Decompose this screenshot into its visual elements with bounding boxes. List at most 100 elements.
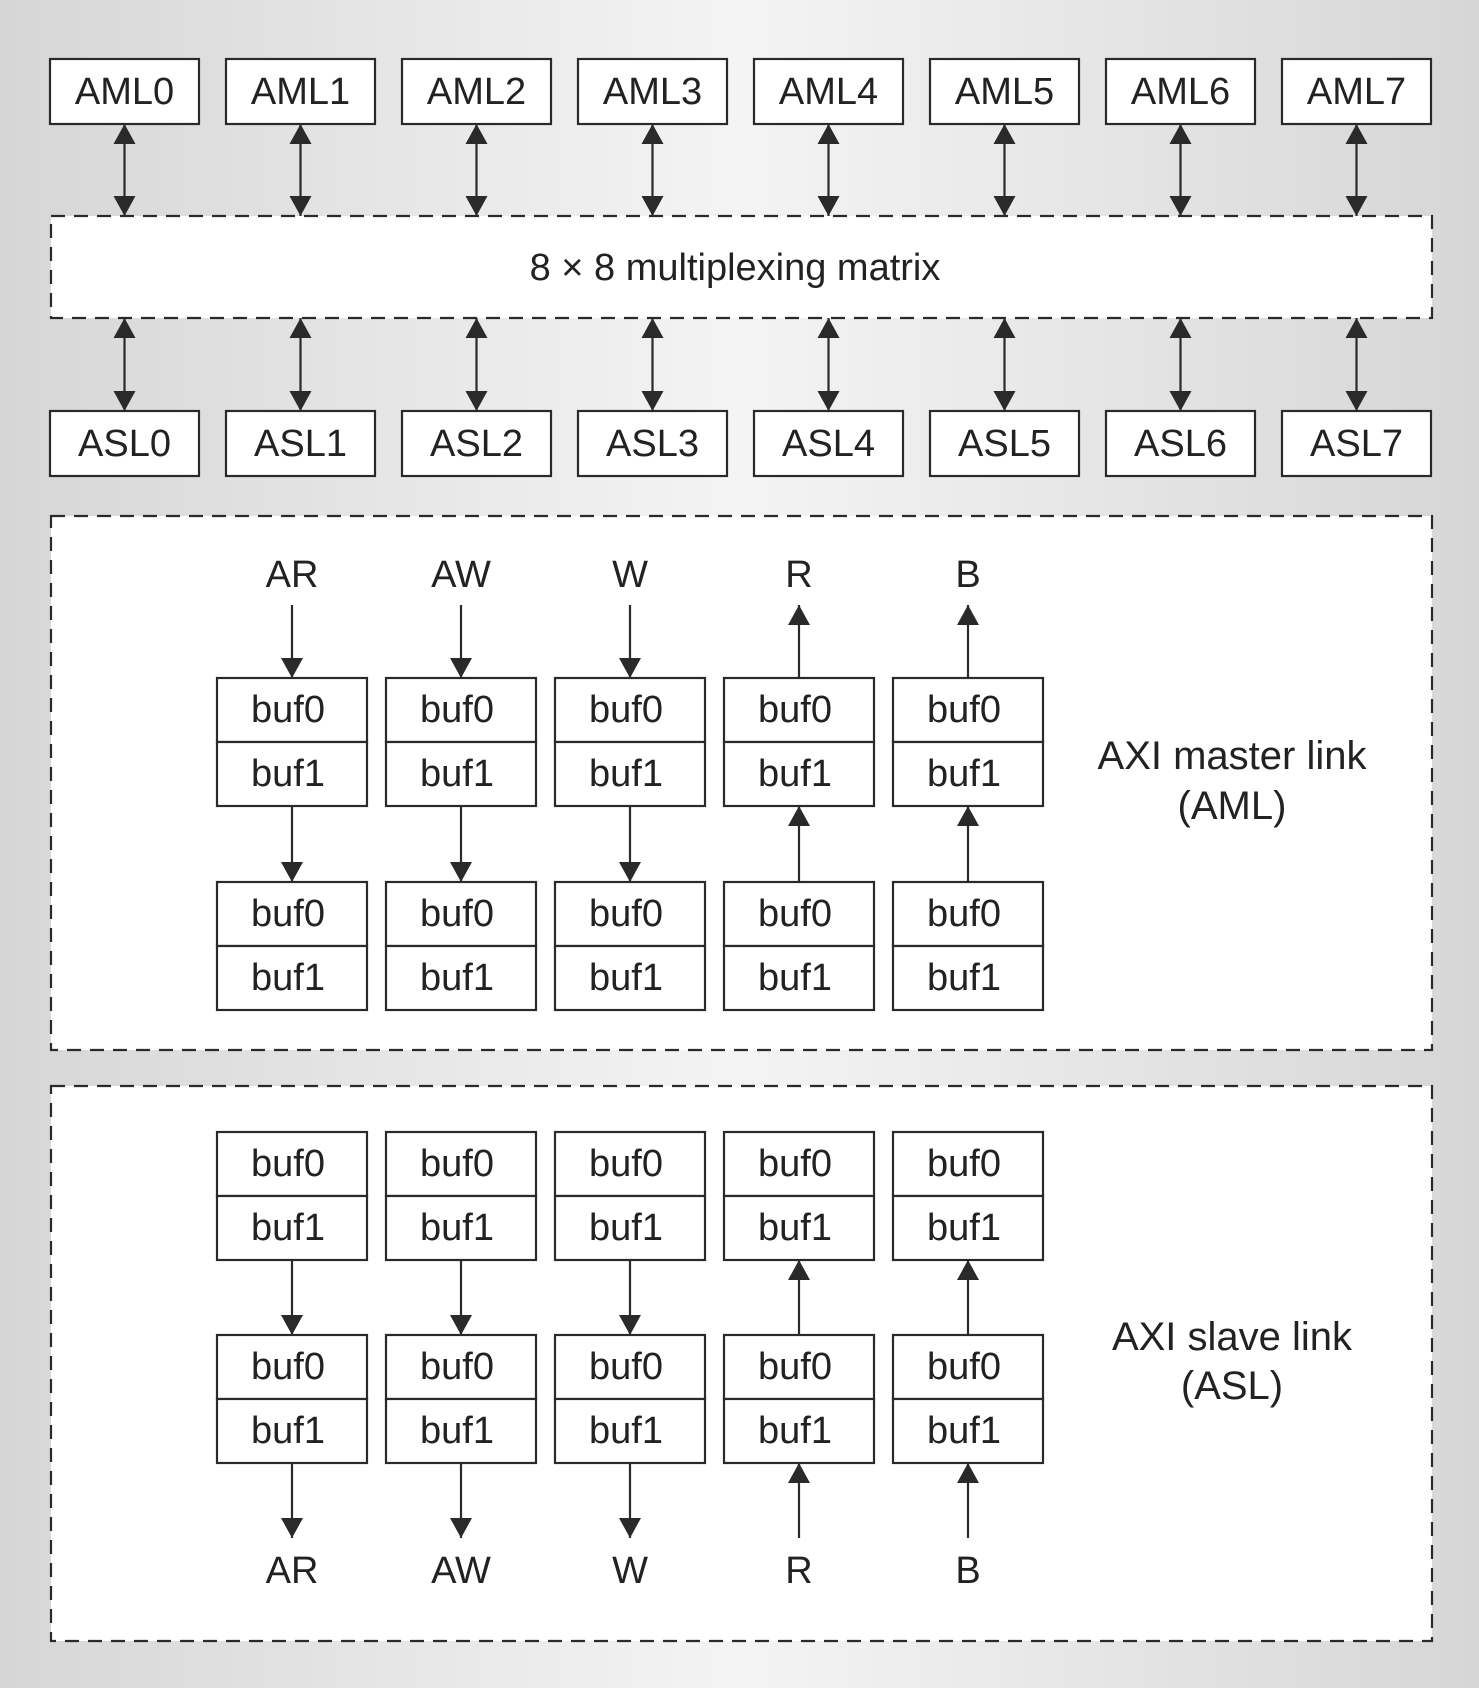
buffer-cell bbox=[384, 1130, 538, 1198]
asl-box-border bbox=[928, 409, 1081, 478]
asl-box-border bbox=[1280, 409, 1433, 478]
arrow-head bbox=[1345, 318, 1368, 338]
buffer-link-arrow bbox=[957, 806, 979, 882]
aml-matrix-arrow-0 bbox=[113, 124, 136, 216]
channel-out-arrow bbox=[619, 1463, 641, 1538]
arrow-head bbox=[450, 862, 472, 882]
arrow-head bbox=[817, 318, 840, 338]
buffer-label-buf1: buf1 bbox=[927, 1207, 1001, 1249]
arrow-head bbox=[788, 806, 810, 826]
buffer-cell bbox=[722, 1130, 876, 1198]
aml-label: AML7 bbox=[1307, 71, 1406, 113]
asl-label: ASL1 bbox=[254, 423, 347, 465]
buffer-label-buf0: buf0 bbox=[251, 893, 325, 935]
buffer-link-arrow bbox=[788, 1260, 810, 1335]
buffer-cell bbox=[384, 676, 538, 744]
arrow-head bbox=[1169, 318, 1192, 338]
arrow-head bbox=[993, 124, 1016, 144]
aml-box-border bbox=[752, 57, 905, 126]
channel-in-arrow bbox=[788, 1463, 810, 1538]
buffer-cell bbox=[891, 1130, 1045, 1198]
buffer-label-buf1: buf1 bbox=[927, 1410, 1001, 1452]
aml-box-0: AML0 bbox=[48, 57, 201, 126]
channel-out-arrow bbox=[450, 1463, 472, 1538]
buffer-cell bbox=[891, 1397, 1045, 1465]
buffer-cell bbox=[553, 1333, 707, 1401]
asl-box-border bbox=[752, 409, 905, 478]
arrow-head bbox=[450, 1315, 472, 1335]
buffer-cell bbox=[215, 740, 369, 808]
arrow-head bbox=[993, 318, 1016, 338]
arrow-head bbox=[817, 196, 840, 216]
aml-box-border bbox=[576, 57, 729, 126]
buffer-label-buf1: buf1 bbox=[251, 1207, 325, 1249]
buffer-link-arrow bbox=[281, 1260, 303, 1335]
arrow-head bbox=[281, 862, 303, 882]
aml-matrix-arrow-1 bbox=[289, 124, 312, 216]
buffer-label-buf0: buf0 bbox=[927, 1346, 1001, 1388]
aml-channel-label: B bbox=[955, 554, 980, 596]
arrow-head bbox=[817, 391, 840, 411]
buffer-cell bbox=[891, 1194, 1045, 1262]
asl-box-0: ASL0 bbox=[48, 409, 201, 478]
buffer-label-buf0: buf0 bbox=[420, 1143, 494, 1185]
asl-lower-buffer: buf0 buf1 bbox=[384, 1333, 538, 1465]
buffer-label-buf0: buf0 bbox=[927, 1143, 1001, 1185]
buffer-label-buf0: buf0 bbox=[420, 893, 494, 935]
asl-box-1: ASL1 bbox=[224, 409, 377, 478]
matrix-asl-arrow-5 bbox=[993, 318, 1016, 411]
buffer-cell bbox=[891, 944, 1045, 1012]
arrow-head bbox=[957, 1463, 979, 1483]
asl-box-4: ASL4 bbox=[752, 409, 905, 478]
aml-channel-label: W bbox=[612, 554, 648, 596]
arrow-head bbox=[957, 605, 979, 625]
arrow-head bbox=[619, 1315, 641, 1335]
arrow-head bbox=[450, 1518, 472, 1538]
buffer-cell bbox=[215, 944, 369, 1012]
buffer-label-buf1: buf1 bbox=[758, 957, 832, 999]
aml-box-5: AML5 bbox=[928, 57, 1081, 126]
aml-matrix-arrow-4 bbox=[817, 124, 840, 216]
arrow-head bbox=[1345, 124, 1368, 144]
buffer-label-buf0: buf0 bbox=[420, 1346, 494, 1388]
buffer-label-buf1: buf1 bbox=[589, 957, 663, 999]
buffer-cell bbox=[215, 1194, 369, 1262]
buffer-label-buf1: buf1 bbox=[420, 753, 494, 795]
buffer-cell bbox=[384, 1333, 538, 1401]
buffer-cell bbox=[722, 676, 876, 744]
asl-channel-label: R bbox=[785, 1550, 812, 1592]
matrix-asl-arrow-0 bbox=[113, 318, 136, 411]
buffer-cell bbox=[384, 1194, 538, 1262]
asl-label: ASL0 bbox=[78, 423, 171, 465]
arrow-head bbox=[641, 391, 664, 411]
aml-box-border bbox=[1280, 57, 1433, 126]
arrow-head bbox=[289, 196, 312, 216]
aml-matrix-arrow-7 bbox=[1345, 124, 1368, 216]
aml-box-border bbox=[1104, 57, 1257, 126]
arrow-head bbox=[957, 806, 979, 826]
channel-in-arrow bbox=[281, 605, 303, 678]
matrix-asl-arrow-3 bbox=[641, 318, 664, 411]
arrow-head bbox=[641, 196, 664, 216]
aml-box-7: AML7 bbox=[1280, 57, 1433, 126]
buffer-label-buf0: buf0 bbox=[251, 689, 325, 731]
aml-box-1: AML1 bbox=[224, 57, 377, 126]
aml-matrix-arrow-2 bbox=[465, 124, 488, 216]
buffer-label-buf0: buf0 bbox=[927, 689, 1001, 731]
buffer-link-arrow bbox=[619, 1260, 641, 1335]
matrix-asl-arrow-2 bbox=[465, 318, 488, 411]
matrix-asl-arrow-6 bbox=[1169, 318, 1192, 411]
arrow-head bbox=[281, 658, 303, 678]
asl-panel-subtitle: (ASL) bbox=[1181, 1364, 1283, 1408]
buffer-label-buf1: buf1 bbox=[420, 1410, 494, 1452]
matrix-asl-arrow-1 bbox=[289, 318, 312, 411]
buffer-label-buf1: buf1 bbox=[589, 753, 663, 795]
